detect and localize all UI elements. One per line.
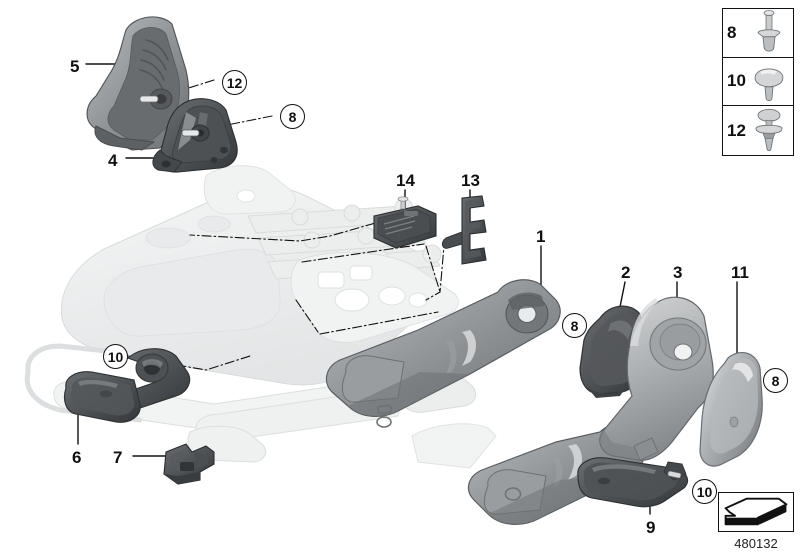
callout-label-13: 13 xyxy=(461,171,480,190)
callout-label-3: 3 xyxy=(673,263,683,282)
part-5-head-restraint-guide-trim xyxy=(86,16,190,151)
callout-label-1: 1 xyxy=(536,227,546,246)
callout-circle-12-head-restraint: 12 xyxy=(222,70,247,95)
callout-label-6: 6 xyxy=(72,448,82,467)
callout-label-9: 9 xyxy=(646,518,656,537)
part-7-mounting-clamp-clip xyxy=(163,443,215,485)
dome-head-clip-icon xyxy=(754,68,784,101)
legend-number-8: 8 xyxy=(727,22,737,42)
expanding-rivet-icon xyxy=(755,109,783,152)
legend-row-10: 10 xyxy=(723,58,793,107)
part-13-retaining-clip-bracket xyxy=(441,195,487,265)
legend-row-8: 8 xyxy=(723,9,793,58)
forward-direction-arrow-icon xyxy=(724,497,788,526)
orientation-box xyxy=(718,492,794,532)
callout-circle-8-hinge-cap: 8 xyxy=(763,368,788,393)
fastener-legend: 8 10 12 xyxy=(722,8,794,156)
callout-label-14: 14 xyxy=(396,171,415,190)
callout-label-5: 5 xyxy=(70,57,80,76)
callout-circle-10-handle: 10 xyxy=(103,344,128,369)
legend-number-10: 10 xyxy=(727,71,746,91)
callout-label-11: 11 xyxy=(731,263,749,282)
callout-circle-10-lever-trim: 10 xyxy=(692,479,717,504)
callout-circle-8-backrest-bracket: 8 xyxy=(280,104,305,129)
part-1-seat-trim-panel-outer xyxy=(325,279,561,428)
part-11-hinge-end-cap xyxy=(699,351,763,467)
part-14-seat-adjustment-switch-module xyxy=(373,196,437,249)
callout-label-2: 2 xyxy=(621,263,631,282)
callout-circle-8-recliner-cover: 8 xyxy=(562,313,587,338)
legend-row-12: 12 xyxy=(723,106,793,155)
callout-label-4: 4 xyxy=(108,151,118,170)
callout-label-7: 7 xyxy=(113,448,123,467)
part-4-backrest-hinge-bracket xyxy=(152,98,238,173)
legend-number-12: 12 xyxy=(727,120,746,140)
diagram-id-code: 480132 xyxy=(734,536,778,551)
part-6-seat-height-adjuster-handle xyxy=(63,348,191,423)
rivet-pin-icon xyxy=(757,10,781,52)
part-3-hinge-cover-plate xyxy=(599,296,714,461)
part-9-lever-trim-cover xyxy=(577,457,689,508)
